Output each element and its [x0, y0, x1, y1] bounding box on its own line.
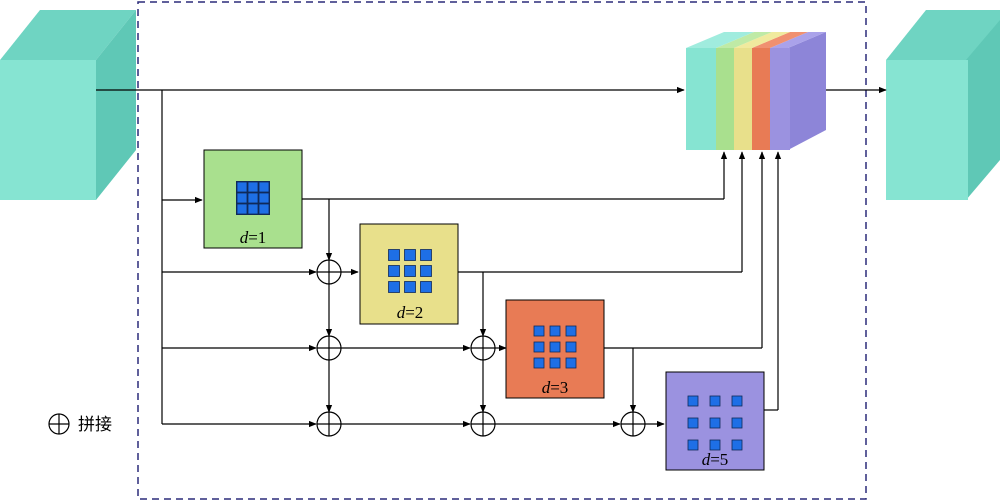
kernel-cell-d2	[420, 249, 432, 261]
conv-block-d5: d=5	[665, 371, 765, 471]
kernel-cell-d1	[236, 192, 248, 204]
plus-node-r4c3	[620, 411, 646, 437]
kernel-cell-d3	[549, 357, 561, 369]
kernel-cell-d5	[709, 439, 721, 451]
module-boundary	[137, 1, 867, 500]
kernel-cell-d5	[731, 417, 743, 429]
plus-node-r4c2	[470, 411, 496, 437]
plus-node-r4c1	[316, 411, 342, 437]
conv-block-d1: d=1	[203, 149, 303, 249]
kernel-cell-d2	[404, 249, 416, 261]
dilation-label-d3: d=3	[542, 378, 569, 397]
output-feature-cube	[886, 10, 1000, 200]
sum-nodes	[316, 259, 646, 437]
legend: 拼接	[48, 413, 112, 435]
dilation-label-d5: d=5	[702, 450, 729, 469]
kernel-cell-d1	[258, 181, 270, 193]
kernel-cell-d2	[404, 265, 416, 277]
kernel-cell-d3	[533, 357, 545, 369]
kernel-cell-d5	[709, 395, 721, 407]
kernel-cell-d1	[247, 192, 259, 204]
kernel-cell-d2	[420, 265, 432, 277]
conv-block-d2: d=2	[359, 223, 459, 325]
kernel-cell-d3	[549, 325, 561, 337]
dilation-label-d2: d=2	[397, 303, 424, 322]
legend-concat-label: 拼接	[78, 415, 112, 435]
connectors	[96, 86, 887, 428]
kernel-cell-d5	[687, 417, 699, 429]
kernel-cell-d5	[687, 395, 699, 407]
kernel-cell-d1	[236, 181, 248, 193]
plus-node-r3c1	[316, 335, 342, 361]
dilation-label-d1: d=1	[240, 228, 267, 247]
kernel-cell-d1	[236, 203, 248, 215]
concatenated-feature-stack	[686, 32, 826, 150]
kernel-cell-d5	[709, 417, 721, 429]
kernel-cell-d5	[731, 395, 743, 407]
plus-node-r3c2	[470, 335, 496, 361]
kernel-cell-d3	[565, 325, 577, 337]
kernel-cell-d3	[565, 341, 577, 353]
legend-concat-symbol	[48, 413, 70, 435]
kernel-cell-d1	[258, 192, 270, 204]
conv-block-d3: d=3	[505, 299, 605, 399]
kernel-cell-d2	[420, 281, 432, 293]
kernel-cell-d2	[388, 249, 400, 261]
kernel-cell-d3	[533, 325, 545, 337]
kernel-cell-d1	[258, 203, 270, 215]
kernel-cell-d3	[549, 341, 561, 353]
kernel-cell-d1	[247, 203, 259, 215]
kernel-cell-d2	[388, 281, 400, 293]
input-feature-cube	[0, 10, 136, 200]
kernel-cell-d3	[565, 357, 577, 369]
kernel-cell-d2	[404, 281, 416, 293]
kernel-cell-d2	[388, 265, 400, 277]
kernel-cell-d3	[533, 341, 545, 353]
kernel-cell-d1	[247, 181, 259, 193]
plus-node-r2c1	[316, 259, 342, 285]
kernel-cell-d5	[687, 439, 699, 451]
kernel-cell-d5	[731, 439, 743, 451]
